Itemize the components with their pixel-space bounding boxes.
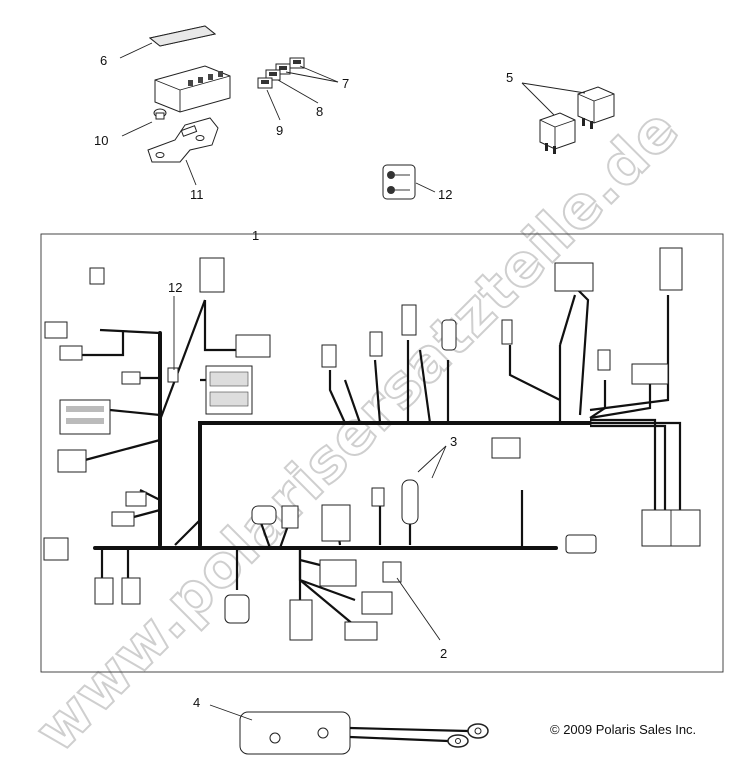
callout-3: 3 (450, 434, 457, 449)
part-8-fuse (265, 69, 281, 81)
callout-9: 9 (276, 123, 283, 138)
callout-8: 8 (316, 104, 323, 119)
callout-11: 11 (190, 187, 204, 202)
part-12-circuit-breaker (382, 164, 416, 200)
part-5-relays (539, 86, 615, 154)
callout-6: 6 (100, 53, 107, 68)
part-7-fuses (275, 57, 305, 75)
callout-4: 4 (193, 695, 200, 710)
part-6-label (148, 25, 217, 47)
part-9-fuse (257, 77, 273, 89)
harness-frame (40, 233, 724, 673)
connectors (43, 247, 701, 641)
part-10-screw (153, 108, 167, 120)
callout-12-harness: 12 (168, 280, 182, 295)
callout-10: 10 (94, 133, 108, 148)
part-4-battery-cable (239, 711, 489, 755)
watermark: www.polarisersatzteile.de (22, 95, 692, 765)
callout-7: 7 (342, 76, 349, 91)
part-11-bracket (147, 117, 219, 163)
callout-12-top: 12 (438, 187, 452, 202)
callout-2: 2 (440, 646, 447, 661)
callout-1: 1 (252, 228, 259, 243)
fuse-box (154, 65, 231, 113)
copyright-notice: © 2009 Polaris Sales Inc. (550, 722, 697, 737)
callout-5: 5 (506, 70, 513, 85)
